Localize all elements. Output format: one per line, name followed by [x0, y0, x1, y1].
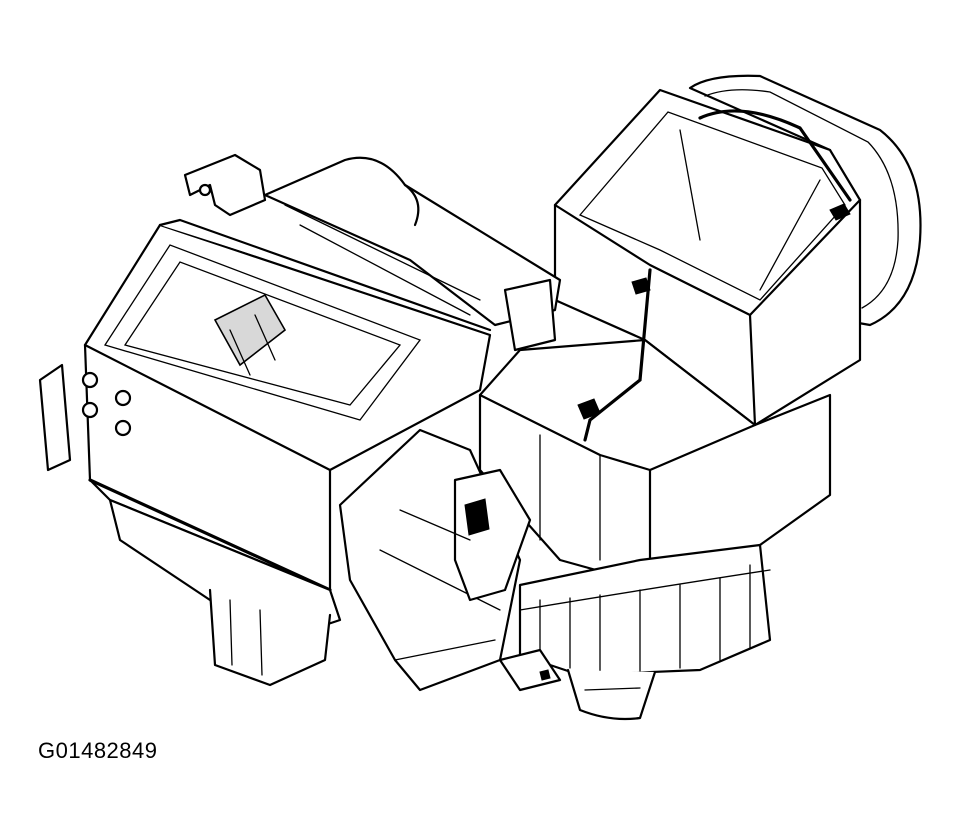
- evaporator-case: [478, 268, 832, 587]
- air-inlet-housing: [553, 88, 862, 427]
- figure-id-label: G01482849: [38, 738, 158, 763]
- center-chute: [338, 428, 532, 692]
- mounting-bracket: [183, 153, 267, 217]
- heater-core-housing: [38, 218, 492, 592]
- upper-duct: [263, 156, 562, 352]
- blower-motor-housing: [518, 543, 772, 721]
- rear-round-duct: [688, 74, 922, 327]
- bottom-outlet-tab: [498, 648, 562, 692]
- lower-base: [108, 498, 342, 687]
